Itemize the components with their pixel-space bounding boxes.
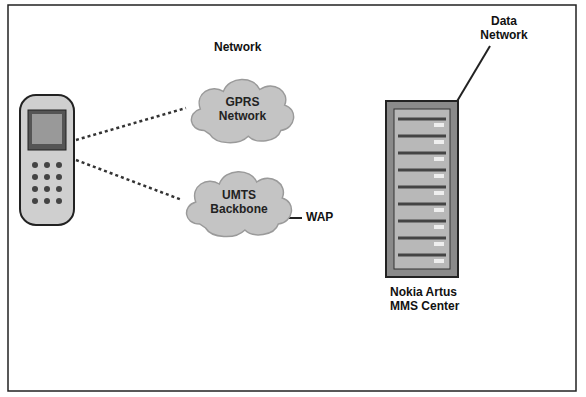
data-network-label: Data Network	[474, 14, 534, 43]
wap-label: WAP	[306, 210, 333, 224]
network-heading: Network	[214, 40, 261, 54]
mms-server: Nokia Artus MMS Center	[372, 95, 482, 330]
radio-link	[76, 108, 186, 140]
mobile-phone	[20, 95, 74, 225]
radio-link	[76, 160, 182, 200]
network-cloud: UMTS Backbone	[180, 162, 298, 242]
cloud-label: GPRS Network	[201, 95, 285, 124]
frame	[8, 5, 576, 391]
data-network-line	[456, 46, 490, 103]
server-label: Nokia Artus MMS Center	[390, 285, 476, 314]
cloud-label: UMTS Backbone	[197, 188, 281, 217]
network-cloud: GPRS Network	[185, 70, 300, 148]
